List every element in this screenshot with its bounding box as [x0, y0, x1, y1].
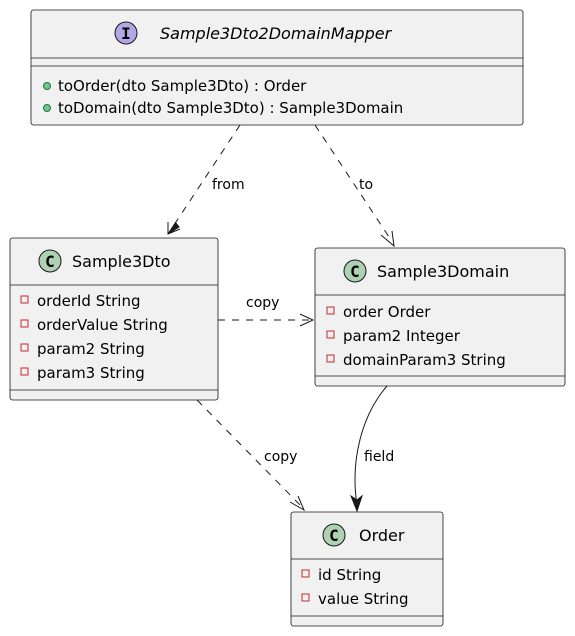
field-value: value String [318, 590, 409, 608]
svg-text:C: C [350, 262, 360, 281]
edge-line [354, 385, 388, 506]
public-method-icon [43, 104, 51, 112]
edge-field: field [349, 385, 394, 513]
sample3dto-class-title: Sample3Dto [72, 252, 171, 271]
private-field-icon [326, 330, 335, 339]
method-to-domain: toDomain(dto Sample3Dto) : Sample3Domain [58, 99, 403, 117]
sample3domain-class-title: Sample3Domain [377, 262, 509, 281]
field-order-id: orderId String [37, 292, 140, 310]
edge-label-from: from [212, 177, 245, 193]
arrow-head [299, 313, 315, 327]
private-field-icon [326, 354, 335, 363]
interface-stereotype-icon: I [114, 21, 138, 45]
arrow-head [289, 495, 306, 512]
edge-from: from [167, 124, 245, 235]
field-order: order Order [343, 303, 431, 321]
public-method-icon [43, 82, 51, 90]
order-class-box[interactable]: C Order id String value String [290, 511, 444, 627]
sample3domain-class-box[interactable]: C Sample3Domain order Order param2 Integ… [314, 247, 566, 387]
private-field-icon [326, 306, 335, 315]
edge-label-copy: copy [264, 449, 297, 465]
sample3dto-class-box[interactable]: C Sample3Dto orderId String orderValue S… [9, 237, 219, 401]
svg-text:C: C [45, 252, 55, 271]
private-field-icon [301, 569, 310, 578]
mapper-interface-box[interactable]: I Sample3Dto2DomainMapper toOrder(dto Sa… [30, 9, 524, 126]
private-field-icon [20, 367, 29, 376]
private-field-icon [301, 593, 310, 602]
private-field-icon [20, 343, 29, 352]
arrow-head [167, 221, 180, 235]
method-to-order: toOrder(dto Sample3Dto) : Order [58, 77, 307, 95]
field-param3: param3 String [37, 364, 145, 382]
edge-label-copy: copy [246, 295, 279, 311]
edge-copy-dto-domain: copy [218, 295, 315, 327]
svg-text:I: I [121, 24, 131, 43]
svg-text:C: C [329, 526, 339, 545]
field-param2: param2 String [37, 340, 145, 358]
field-order-value: orderValue String [37, 316, 168, 334]
field-param2: param2 Integer [343, 327, 461, 345]
edge-label-field: field [364, 449, 394, 465]
mapper-interface-title: Sample3Dto2DomainMapper [160, 24, 393, 43]
edge-label-to: to [359, 177, 373, 193]
class-stereotype-icon: C [343, 259, 367, 283]
private-field-icon [20, 295, 29, 304]
edge-line [196, 399, 301, 506]
field-domain-param3: domainParam3 String [343, 351, 506, 369]
edge-copy-dto-order: copy [196, 399, 306, 512]
arrow-head [167, 222, 181, 235]
class-stereotype-icon: C [322, 523, 346, 547]
order-class-title: Order [359, 526, 405, 545]
edge-line [314, 124, 392, 241]
field-id: id String [318, 566, 381, 584]
edge-to: to [314, 124, 395, 248]
private-field-icon [20, 319, 29, 328]
edge-line [171, 124, 241, 229]
arrow-head [380, 230, 395, 248]
class-stereotype-icon: C [38, 249, 62, 273]
arrow-head [349, 494, 364, 513]
